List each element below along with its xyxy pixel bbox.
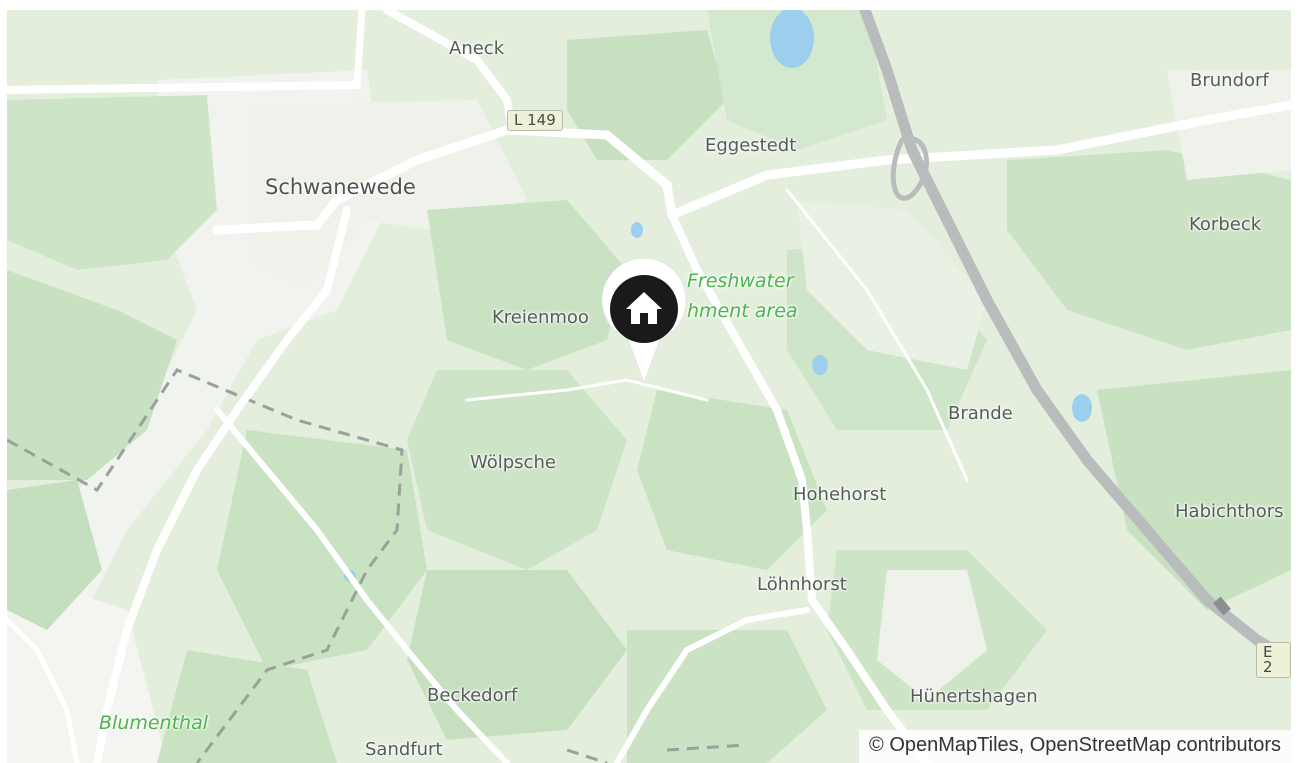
road-shield-l149: L 149 (507, 110, 563, 131)
place-label-eggestedt: Eggestedt (705, 135, 797, 156)
map-base (7, 10, 1291, 763)
road-shield-e2: E 2 (1256, 642, 1291, 678)
map-attribution[interactable]: © OpenMapTiles, OpenStreetMap contributo… (859, 730, 1291, 763)
area-label-line2: hment area (687, 300, 798, 322)
place-label-kreienmoor: Kreienmoo (492, 307, 589, 328)
home-icon (626, 292, 662, 324)
place-label-woelpsche: Wölpsche (470, 452, 556, 473)
place-label-huenertshagen: Hünertshagen (910, 686, 1038, 707)
place-label-aneck: Aneck (449, 38, 505, 59)
place-label-beckedorf: Beckedorf (427, 685, 518, 706)
home-marker[interactable] (600, 259, 688, 387)
place-label-hohehorst: Hohehorst (793, 484, 887, 505)
place-label-brande: Brande (948, 403, 1013, 424)
area-label-line1: Freshwater (687, 270, 794, 292)
place-label-loehnhorst: Löhnhorst (757, 574, 847, 595)
place-label-brundorf: Brundorf (1190, 70, 1269, 91)
place-label-sandfurt: Sandfurt (365, 739, 443, 760)
place-label-blumenthal: Blumenthal (99, 712, 209, 734)
place-label-habichthorst: Habichthors (1175, 501, 1284, 522)
place-label-korbeck: Korbeck (1189, 214, 1262, 235)
map-view[interactable]: Aneck Brundorf Eggestedt Schwanewede Kor… (7, 10, 1291, 763)
place-label-schwanewede: Schwanewede (265, 175, 416, 199)
